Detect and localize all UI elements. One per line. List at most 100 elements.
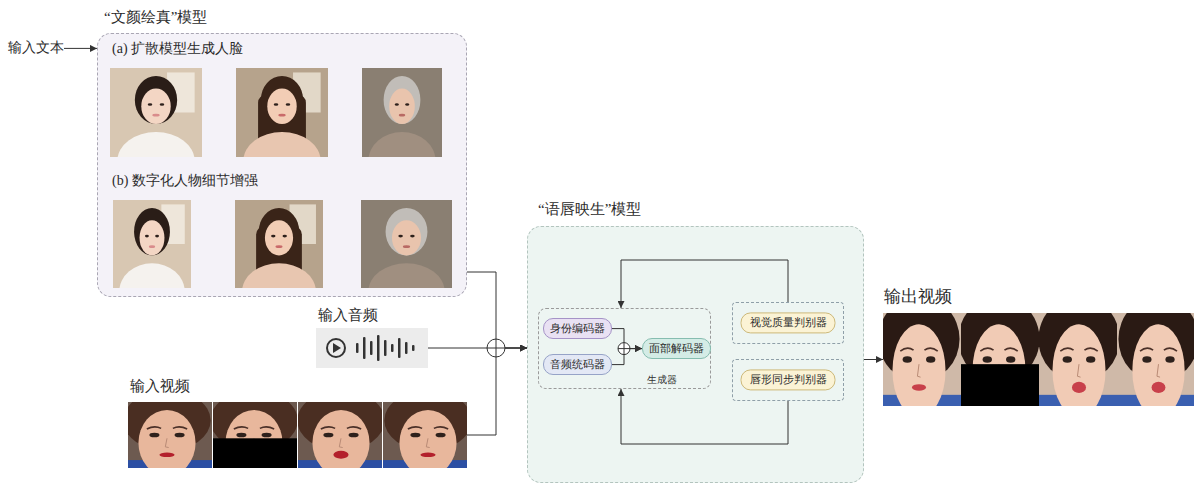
portrait-photo [213, 402, 297, 468]
audio-encoder-box: 音频统码器 [543, 354, 612, 375]
eyebrow [234, 427, 248, 429]
lips [1152, 382, 1166, 393]
portrait-photo [361, 200, 452, 288]
eye [405, 103, 409, 106]
node-label: 面部解码器 [649, 342, 704, 355]
connector-arrow [64, 48, 97, 49]
lips [159, 452, 174, 457]
masked-lower-face [961, 364, 1039, 406]
photo-clothing [119, 263, 185, 288]
lips [403, 245, 410, 248]
junction-circle [618, 343, 630, 355]
eyebrow [408, 427, 422, 429]
node-label: 唇形同步判别器 [741, 369, 836, 390]
audio-wave-bar [405, 342, 408, 354]
panel-fill [527, 226, 864, 483]
face-shape [141, 88, 170, 124]
portrait-photo [236, 68, 328, 157]
eyebrow [1060, 348, 1073, 351]
node-label: 生成器 [647, 374, 677, 386]
nose-line [339, 438, 342, 447]
hair-shape [261, 76, 303, 124]
eye [145, 235, 149, 238]
eye [155, 235, 159, 238]
face-shape [140, 220, 165, 255]
face-shape [1052, 324, 1105, 406]
hair-shape [259, 208, 299, 256]
lip-sync-discriminator: 唇形同步判别器 [732, 359, 844, 401]
eye [323, 433, 333, 438]
photo-clothing [243, 132, 320, 157]
input-video-node: 输入视频 [128, 402, 467, 468]
eye [1086, 356, 1095, 363]
audio-wave-bar [363, 337, 366, 359]
eye [410, 433, 420, 438]
output-video-node: 输出视频 [883, 313, 1194, 406]
eye [1165, 356, 1174, 363]
panel-fill [97, 33, 467, 297]
section-label: (a) 扩散模型生成人脸 [112, 40, 243, 58]
nose-line [165, 438, 168, 447]
hair-shape [134, 208, 170, 256]
eyebrow [980, 348, 993, 351]
eye [271, 235, 275, 238]
photo-clothing [242, 263, 316, 288]
nose-line [917, 364, 920, 377]
feature-sum-junction [618, 343, 630, 355]
face-decoder-box: 面部解码器 [642, 338, 711, 359]
eyebrow [924, 348, 937, 351]
eyebrow [173, 427, 187, 429]
eyebrow [1084, 348, 1097, 351]
face-shape [389, 88, 415, 124]
eye [283, 235, 287, 238]
input-text-node: 输入文本 [8, 40, 64, 57]
eye [160, 103, 165, 106]
audio-wave-bar [398, 338, 401, 358]
section-label: (b) 数字化人物细节增强 [112, 172, 258, 190]
eye [349, 433, 359, 438]
photo-clothing [368, 263, 444, 288]
eye [1063, 356, 1072, 363]
node-label: 视觉质量判别器 [741, 312, 836, 333]
lips [149, 245, 155, 248]
connector-arrow [467, 272, 527, 348]
photo-clothing [117, 132, 194, 157]
portrait-photo [383, 402, 467, 468]
connector-arrow [467, 348, 527, 435]
face-shape [399, 410, 456, 468]
eye [1006, 356, 1015, 363]
face-shape [392, 220, 421, 255]
node-heading: 输出视频 [884, 287, 952, 307]
eye [286, 103, 291, 106]
node-heading: “语唇映生”模型 [538, 200, 641, 218]
hair-shape [386, 208, 428, 256]
input-audio-node: 输入音频 [316, 328, 428, 368]
lips [278, 114, 285, 117]
lips [420, 452, 435, 457]
lips [912, 384, 926, 391]
portrait-photo [110, 68, 202, 157]
node-label: 身份编码器 [550, 322, 605, 335]
eyebrow [260, 427, 274, 429]
nose-line [1157, 364, 1160, 377]
portrait-photo [1039, 313, 1117, 406]
node-label: 音频统码器 [550, 358, 605, 371]
photo-clothing [368, 132, 435, 157]
nose-line [1077, 364, 1080, 377]
junction-circle [487, 339, 505, 357]
eye [1142, 356, 1151, 363]
face-shape [265, 220, 293, 255]
lips [1072, 382, 1086, 393]
lips [333, 451, 348, 459]
hair-shape [135, 76, 177, 124]
eye [903, 356, 912, 363]
portrait-photo [883, 313, 961, 406]
eye [983, 356, 992, 363]
audio-wave-bar [412, 345, 415, 351]
node-heading: 输入音频 [318, 306, 378, 324]
lips [152, 114, 159, 117]
eye [410, 235, 415, 238]
portrait-photo [298, 402, 382, 468]
